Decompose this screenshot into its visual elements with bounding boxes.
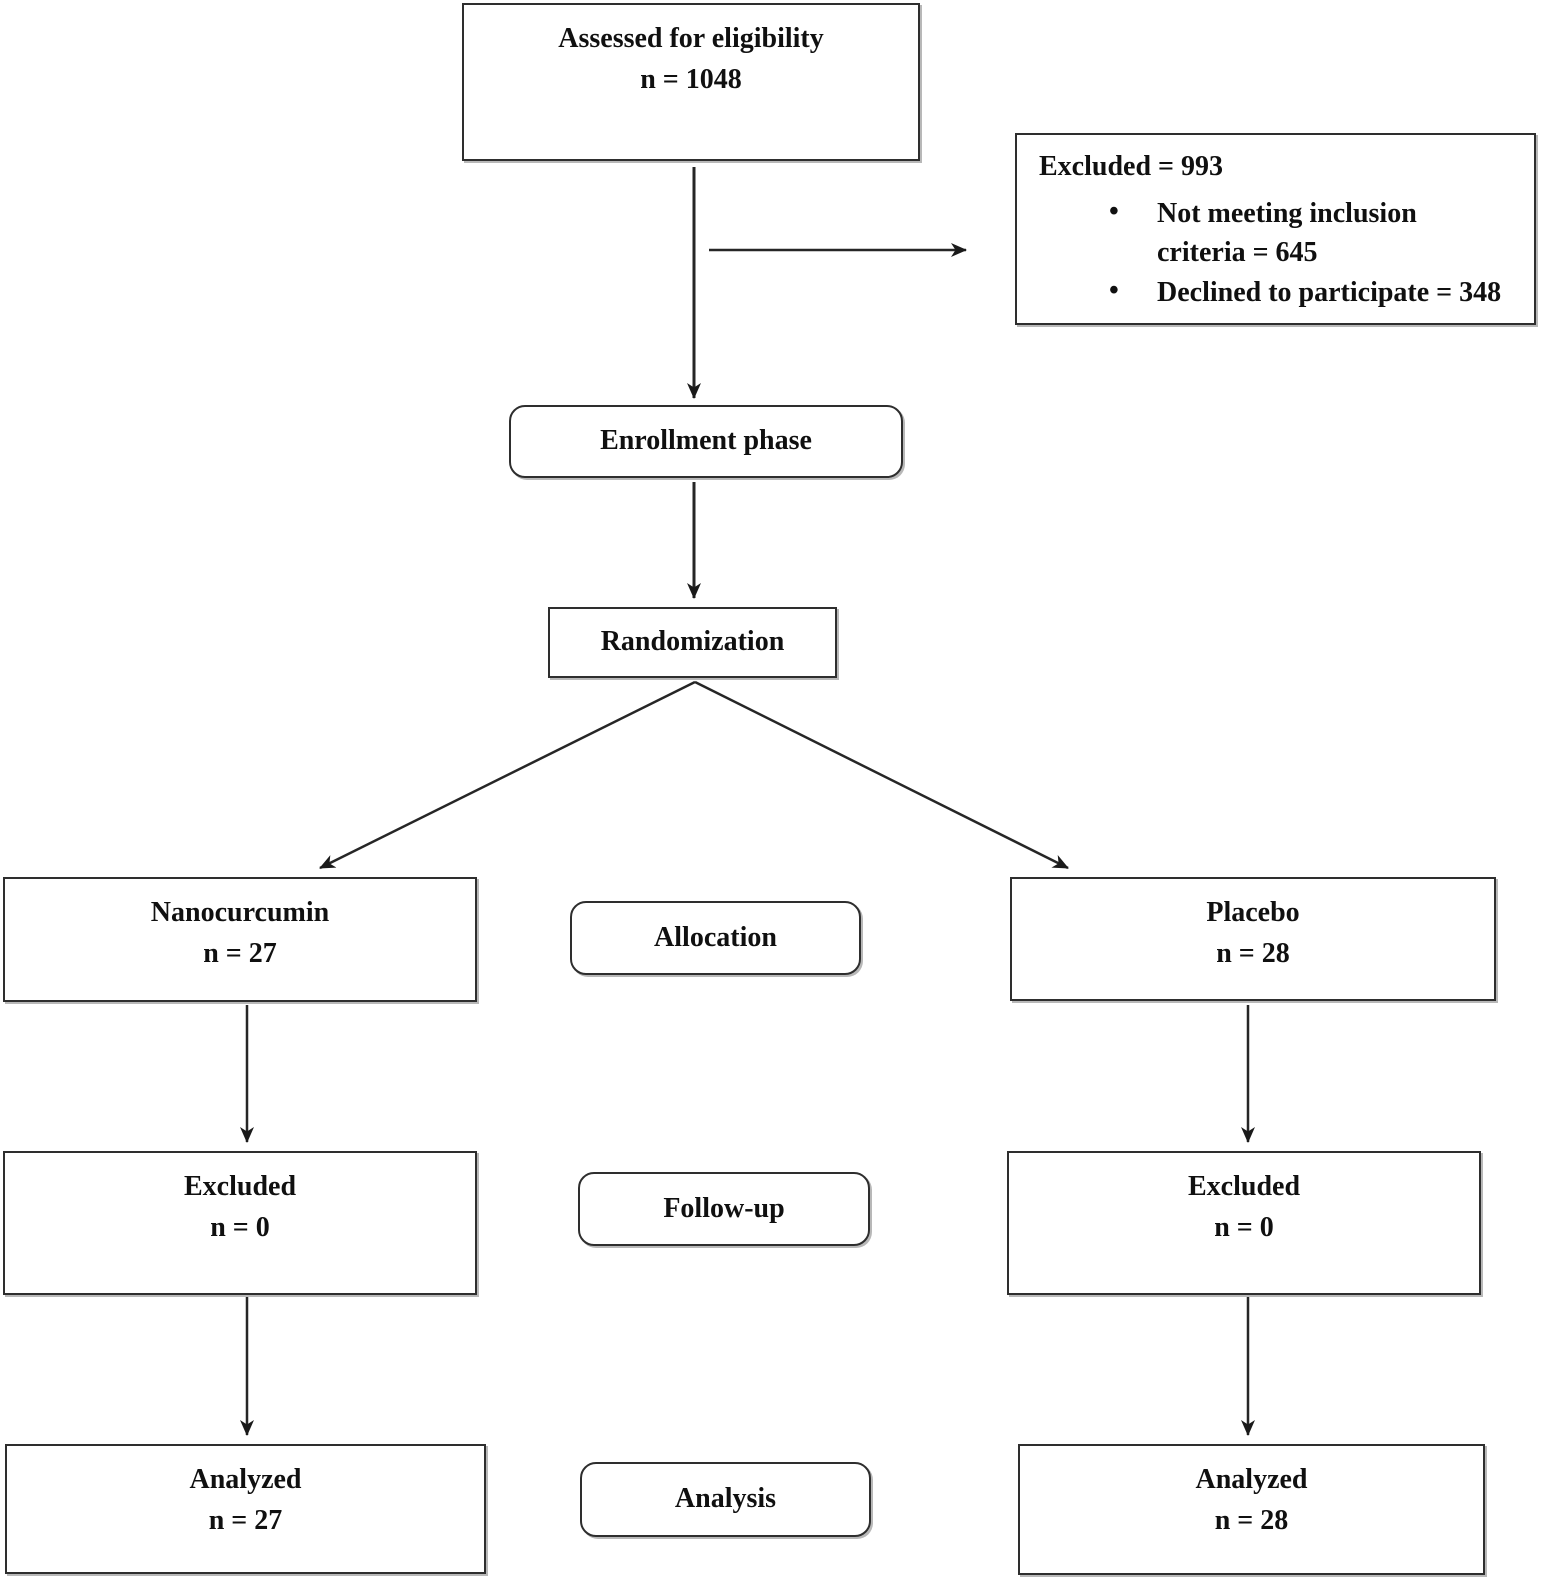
excluded-right-count: n = 0 [1214,1211,1274,1243]
excluded-right-label: Excluded [1187,1171,1301,1202]
nanocurcumin-group-box: Nanocurcumin n = 27 [3,877,477,1002]
bullet-icon: • [1109,195,1119,227]
exclusion-reason-text: Declined to participate = 348 [1157,277,1502,309]
arrow-randomization-to-placebo [694,680,1069,870]
analyzed-right-label: Analyzed [1195,1464,1308,1495]
allocation-label: Allocation [654,921,777,953]
followup-label: Follow-up [663,1192,785,1224]
exclusion-reason-item: • Declined to participate = 348 [1039,273,1524,313]
enrollment-phase-box: Enrollment phase [509,405,903,478]
analyzed-right-count: n = 28 [1214,1504,1289,1536]
nanocurcumin-label: Nanocurcumin [150,897,330,928]
bullet-icon: • [1109,275,1119,307]
exclusion-detail-box: Excluded = 993 • Not meeting inclusion c… [1015,133,1536,325]
exclusion-reason-list: • Not meeting inclusion criteria = 645 •… [1039,194,1524,313]
analysis-label: Analysis [674,1483,777,1515]
exclusion-title: Excluded = 993 [1039,151,1223,182]
placebo-group-box: Placebo n = 28 [1010,877,1496,1001]
excluded-left-label: Excluded [183,1171,297,1202]
assessed-count: n = 1048 [640,63,742,95]
exclusion-reason-text: Not meeting inclusion criteria = 645 [1157,197,1417,269]
enrollment-phase-label: Enrollment phase [600,425,812,457]
randomization-box: Randomization [548,607,837,678]
excluded-placebo-box: Excluded n = 0 [1007,1151,1481,1295]
assessed-label: Assessed for eligibility [558,23,824,54]
excluded-nanocurcumin-box: Excluded n = 0 [3,1151,477,1295]
placebo-label: Placebo [1206,897,1300,928]
allocation-stage-box: Allocation [570,901,861,975]
analyzed-left-count: n = 27 [208,1504,283,1536]
analyzed-nanocurcumin-box: Analyzed n = 27 [5,1444,486,1574]
followup-stage-box: Follow-up [578,1172,870,1246]
arrow-randomization-to-nanocurcumin [319,680,696,870]
nanocurcumin-count: n = 27 [203,937,277,969]
analyzed-left-label: Analyzed [189,1464,302,1495]
assessed-for-eligibility-box: Assessed for eligibility n = 1048 [462,3,920,161]
randomization-label: Randomization [600,626,785,658]
excluded-left-count: n = 0 [210,1211,270,1243]
analysis-stage-box: Analysis [580,1462,871,1537]
placebo-count: n = 28 [1216,937,1290,969]
analyzed-placebo-box: Analyzed n = 28 [1018,1444,1485,1575]
exclusion-reason-item: • Not meeting inclusion criteria = 645 [1039,194,1524,274]
